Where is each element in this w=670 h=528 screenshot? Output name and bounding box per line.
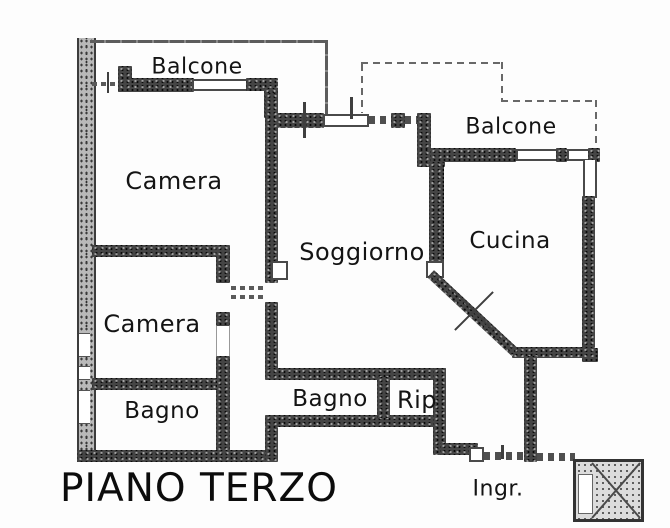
window-dashed [405, 116, 419, 124]
room-label-bagno-center: Bagno [292, 386, 368, 412]
window-tick [303, 102, 306, 138]
window-tick [350, 97, 353, 119]
wall-segment [588, 148, 600, 162]
door-opening [216, 326, 230, 356]
wall-segment [582, 196, 595, 348]
door-jamb [469, 447, 484, 462]
room-label-rip: Rip [396, 386, 438, 414]
door-jamb [271, 261, 288, 280]
wall-segment [377, 377, 390, 418]
wall-segment [391, 113, 405, 128]
room-label-balcone-left: Balcone [151, 54, 243, 80]
wall-segment [265, 427, 278, 462]
wall-segment [276, 113, 324, 128]
door-threshold [231, 295, 265, 299]
window-dashed [369, 116, 393, 124]
wall-segment [265, 93, 278, 283]
room-label-cucina: Cucina [469, 228, 551, 254]
wall-segment [512, 347, 594, 358]
door-tick [501, 445, 504, 459]
wall-segment [92, 378, 217, 390]
wall-segment [265, 302, 278, 370]
balcony-outline [325, 40, 328, 116]
balcony-outline [501, 100, 596, 102]
entrance-door-opening [484, 452, 524, 460]
balcony-outline [361, 64, 363, 113]
wall-segment [216, 356, 230, 452]
plan-title: PIANO TERZO [60, 466, 338, 511]
wall-segment [216, 312, 230, 326]
balcony-outline [595, 100, 597, 150]
balcony-outline [90, 40, 328, 43]
elevator-cross [591, 462, 641, 519]
wall-segment [429, 162, 444, 264]
elevator-shaft [573, 459, 644, 522]
wall-segment [246, 78, 278, 91]
room-label-camera-bottom: Camera [103, 310, 201, 338]
wall-segment [440, 443, 478, 455]
window [79, 333, 90, 357]
room-label-balcone-right: Balcone [465, 114, 557, 140]
elevator-door [578, 474, 593, 514]
wall-segment [265, 368, 446, 380]
landing-line [537, 453, 575, 461]
wall-segment [524, 356, 537, 462]
balcony-outline [361, 62, 502, 64]
wall-segment [417, 113, 431, 157]
door-threshold [231, 286, 265, 290]
wall-segment [265, 415, 446, 427]
wall-segment [118, 78, 194, 92]
window-tick [107, 72, 109, 93]
wall-segment [430, 148, 516, 162]
wall-segment [556, 148, 567, 162]
window [79, 366, 90, 380]
room-label-soggiorno: Soggiorno [299, 238, 425, 266]
window [516, 149, 558, 161]
wall-segment [92, 245, 222, 257]
window [79, 390, 90, 424]
window [192, 79, 248, 91]
wall-exterior-bottom [77, 450, 275, 462]
balcony-outline [501, 62, 503, 102]
room-label-bagno-left: Bagno [124, 398, 200, 424]
wall-segment [216, 245, 230, 283]
room-label-camera-top: Camera [125, 167, 223, 195]
window [323, 114, 369, 127]
wall-segment [433, 368, 446, 455]
room-label-ingresso: Ingr. [472, 476, 524, 502]
window [583, 160, 597, 198]
